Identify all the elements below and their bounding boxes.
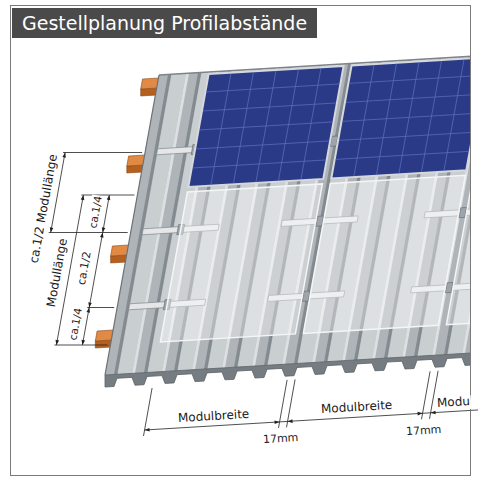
module-outline bbox=[446, 167, 470, 325]
extension-line bbox=[54, 345, 107, 346]
dimension-label: ca.1/2 bbox=[76, 249, 95, 287]
module-outline bbox=[160, 184, 322, 342]
arrowhead bbox=[82, 340, 86, 345]
cell-line bbox=[336, 151, 469, 159]
extension-line bbox=[87, 307, 114, 308]
arrowhead bbox=[145, 428, 150, 432]
dimension-label: Modullänge bbox=[45, 237, 71, 310]
dimension-line bbox=[423, 412, 431, 414]
arrowhead bbox=[100, 233, 104, 238]
cell-line bbox=[200, 122, 333, 130]
dimension-line bbox=[103, 195, 110, 233]
dimension-lines bbox=[49, 153, 478, 437]
dimension-label: 17mm bbox=[261, 432, 299, 447]
dimension-label: Modu bbox=[436, 395, 472, 411]
extension-line bbox=[287, 379, 296, 427]
cell-line bbox=[339, 132, 470, 140]
dimension-label: ca.1/4 bbox=[66, 306, 84, 342]
extension-line bbox=[430, 371, 439, 419]
module-outline bbox=[303, 175, 465, 333]
dimension-label: Modulbreite bbox=[177, 408, 251, 426]
arrowhead bbox=[56, 340, 60, 345]
cell-line bbox=[349, 75, 470, 83]
extension-line bbox=[49, 232, 128, 233]
extension-line bbox=[279, 380, 288, 428]
arrowhead bbox=[81, 195, 85, 200]
arrowhead bbox=[288, 419, 293, 423]
arrowhead bbox=[88, 302, 92, 307]
title-band: Gestellplanung Profilabstände bbox=[12, 8, 317, 38]
arrowhead bbox=[62, 153, 66, 158]
cell-line bbox=[203, 103, 336, 111]
cell-line bbox=[193, 160, 326, 168]
cell-line bbox=[196, 141, 329, 149]
trapezoid-sheet bbox=[105, 43, 471, 375]
dimension-line bbox=[280, 421, 288, 423]
extension-line bbox=[422, 371, 431, 419]
cell-line bbox=[346, 94, 471, 102]
extension-line bbox=[63, 152, 142, 153]
sheet-left-edge bbox=[105, 75, 159, 375]
cell-line bbox=[343, 113, 471, 121]
solar-module bbox=[188, 66, 343, 187]
extension-line bbox=[144, 388, 153, 436]
frame-border bbox=[11, 6, 471, 476]
sheet-front-face bbox=[105, 343, 471, 387]
arrowhead bbox=[431, 411, 436, 415]
dimension-line bbox=[82, 308, 89, 346]
arrowhead bbox=[107, 195, 111, 200]
dimension-label: ca.1/4 bbox=[86, 194, 104, 230]
arrowhead bbox=[102, 227, 106, 232]
dimension-label: Modulbreite bbox=[320, 399, 394, 417]
roof-drawing bbox=[95, 43, 470, 387]
cell-line bbox=[206, 84, 339, 92]
extension-line bbox=[81, 195, 134, 196]
dimension-line bbox=[89, 233, 103, 308]
solar-module bbox=[331, 57, 470, 178]
arrowhead bbox=[87, 308, 91, 313]
arrowhead bbox=[418, 412, 423, 416]
dimension-label: 17mm bbox=[404, 423, 442, 438]
arrowhead bbox=[50, 227, 54, 232]
arrowhead bbox=[275, 420, 280, 424]
